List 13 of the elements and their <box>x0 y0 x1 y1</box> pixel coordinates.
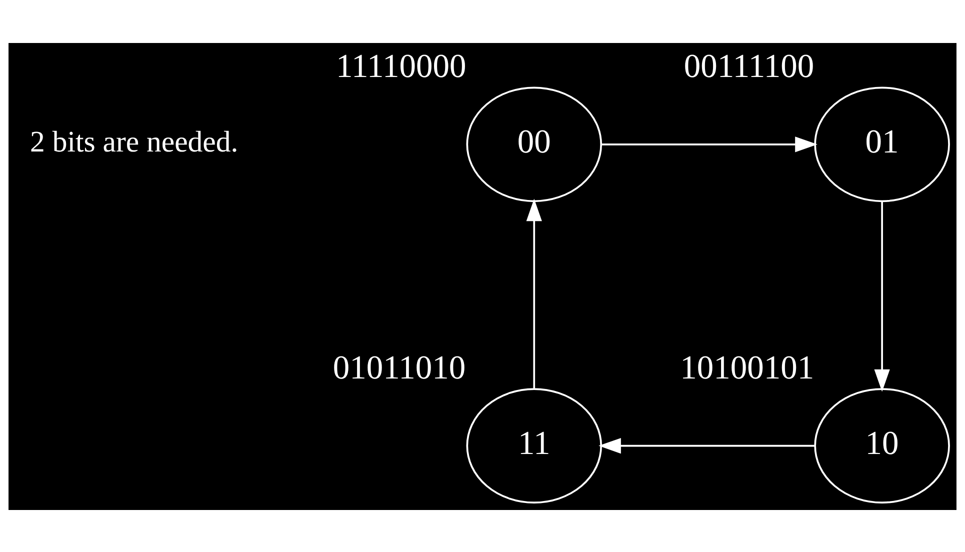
node-label: 01011010 <box>332 349 466 386</box>
node-ellipse: 01 <box>814 86 950 202</box>
node-ellipse: 00 <box>466 86 602 202</box>
node-label: 00111100 <box>684 48 814 85</box>
node-ellipse: 11 <box>466 388 602 503</box>
node-ellipse: 10 <box>814 388 950 503</box>
arrow <box>601 136 818 152</box>
arrow <box>874 201 890 392</box>
node-label: 11110000 <box>336 48 466 85</box>
arrow <box>598 437 815 454</box>
arrow <box>526 198 542 388</box>
label: 2 bits are needed. <box>30 124 238 158</box>
node-label: 10100101 <box>680 349 814 386</box>
